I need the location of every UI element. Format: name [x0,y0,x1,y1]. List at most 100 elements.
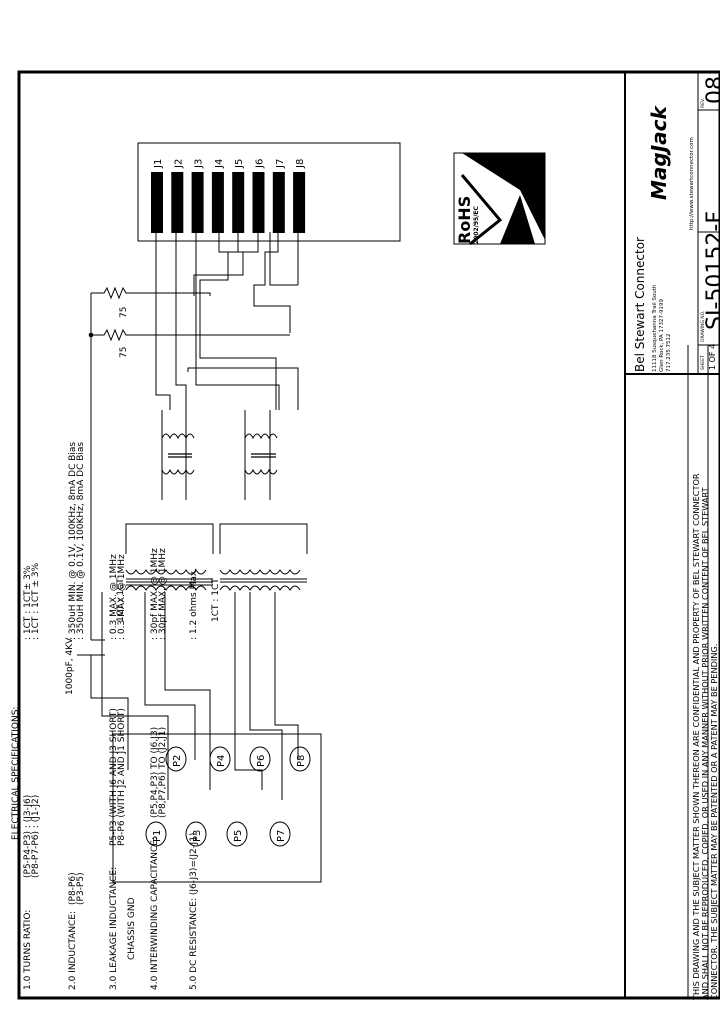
magjack-logo: MagJack [647,104,671,200]
spec-value: : 0.3 MAX. @ 1MHz [109,554,119,640]
title-block-text: Bel Stewart Connector 11118 Susquehanna … [633,76,720,372]
wire-j4 [193,232,244,296]
sheet-label: SHEET [700,355,706,370]
title-block [624,71,720,998]
company-address-2: Glen Rock, PA 17327-9199 [659,298,665,372]
jack-pin-label: J4 [214,159,225,169]
transformer-1-label: 1CT : 1CT [116,578,126,622]
spec-value: : 350uH MIN. @ 0.1V, 100KHz, 8mA DC Bias [76,442,86,640]
company-address-3: 717.235.7512 [666,334,672,373]
spec-value: : 30pf MAX. @ 1MHz [150,548,160,640]
sheet-value: 1 OF 4 [708,344,717,370]
spec-item-4.0: 4.0 INTERWINDING CAPACITANCE: [150,837,160,990]
wire-j1 [155,232,171,410]
connector-pin-p3 [185,821,207,847]
connector-pin-p8 [289,746,311,772]
jack-contact-j7 [272,172,285,233]
notice-line: THIS DRAWING AND THE SUBJECT MATTER SHOW… [691,473,701,1001]
notice-line: AND SHALL NOT BE REPRODUCED, COPIED, OR … [700,486,710,1000]
wire-p8 [274,592,299,760]
drawing-number: SI-50152-F [703,211,720,330]
pin-connector-outline [112,733,322,883]
transformer-2-coil-b [219,569,301,575]
jack-pin-label: J2 [173,159,184,169]
specs-heading: ELECTRICAL SPECIFICATIONS: [11,707,21,840]
wire-p5 [164,592,211,790]
drawing-border [17,70,720,1000]
wire-p4 [144,592,196,760]
wire-j7-j8-join [269,232,298,286]
jack-contact-j5 [232,172,245,233]
title-block-frame [624,71,720,375]
spec-value: : 350uH MIN. @ 0.1V, 100KHz, 8mA DC Bias [68,442,78,640]
jack-contact-j1 [151,172,163,233]
jack-pin-label: J8 [295,159,306,169]
wire-center-tap [187,367,299,410]
choke-1-winding-a [161,433,195,440]
connector-pin-label: P2 [172,755,183,767]
transformer-2-label: 1CT : 1CT [211,578,221,622]
resistor-75-bottom [91,328,290,342]
rohs-text: RoHS [455,196,474,244]
choke-1-winding-b [161,468,195,475]
transformer-1-coil [125,585,207,591]
jack-contact-j3 [191,172,204,233]
wire-j7 [253,232,291,333]
drawing-label: DRAWING NO. [700,311,706,342]
jack-contact-j2 [171,172,184,233]
connector-pin-label: P6 [256,755,267,767]
connector-pin-label: P5 [233,830,244,842]
company-address-1: 11118 Susquehanna Trail South [652,284,658,372]
rev-label: REV. [700,98,706,108]
spec-condition: (P5,P4,P3) TO (J6,J3) [150,727,160,818]
connector-pin-p2 [165,746,187,772]
website: http://www.stewartconnector.com [689,137,695,230]
connector-pin-p1 [145,821,167,847]
jack-contact-j8 [293,172,306,233]
transformer-2-primary [219,523,308,554]
connector-pin-label: P7 [276,830,287,842]
wire-j2 [175,232,187,410]
connector-pin-label: P8 [296,755,307,767]
jack-pin-label: J3 [194,159,205,169]
schematic-labels: 1000pF, 4KV CHASSIS GND 75 75 1CT : 1CT … [65,307,221,960]
connector-pin-label: P4 [216,755,227,767]
spec-condition: (P3-P5) [76,872,86,905]
wire-p3 [101,592,169,800]
wire-j3 [195,232,280,410]
choke-2-leads [244,410,271,500]
spec-condition: (P5-P4-P3) : (J3-J6) [23,795,33,878]
jack-pin-label: J6 [255,159,266,169]
choke-2-winding-a [244,433,278,440]
spec-value: : 1CT : 1CT ± 3% [31,562,41,640]
connector-pin-p5 [226,821,248,847]
spec-item-3.0: 3.0 LEAKAGE INDUCTANCE: [109,867,119,990]
spec-value: : 0.3 MAX. @ 1MHz [117,554,127,640]
spec-item-1.0: 1.0 TURNS RATIO: [23,910,33,990]
spec-condition: (P8-P6) [68,872,78,905]
resistor-label-bottom: 75 [119,347,129,358]
transformer-2-coil [219,585,301,591]
jack-pin-label: J1 [153,159,164,169]
wire-j5 [237,232,243,253]
wire-p7 [249,592,283,800]
spec-item-2.0: 2.0 INDUCTANCE: [68,911,78,990]
jack-contact-j4 [211,172,224,233]
transformer-1-coil-b [125,569,207,575]
capacitor-label: 1000pF, 4KV [65,637,75,695]
resistor-label-top: 75 [119,307,129,318]
notice-line: CONNECTOR. THE SUBJECT MATTER MAY BE PAT… [709,644,719,1000]
electrical-specifications: ELECTRICAL SPECIFICATIONS: 1.0 TURNS RATI… [11,442,199,990]
resistor-75-top [91,286,211,300]
rohs-badge: RoHS 2002/95/EC [453,152,546,246]
choke-1-leads [161,410,187,500]
capacitor-1000pf [77,639,129,770]
rev-number: 08 [703,76,720,104]
spec-item-5.0: 5.0 DC RESISTANCE: (J6-J3)=(J2-J1) [189,833,199,990]
spec-condition: P5-P3 (WITH J6 AND J3 SHORT) [109,708,119,846]
spec-value: : 30pf MAX. @ 1MHz [158,548,168,640]
jack-pin-label: J7 [275,159,286,169]
